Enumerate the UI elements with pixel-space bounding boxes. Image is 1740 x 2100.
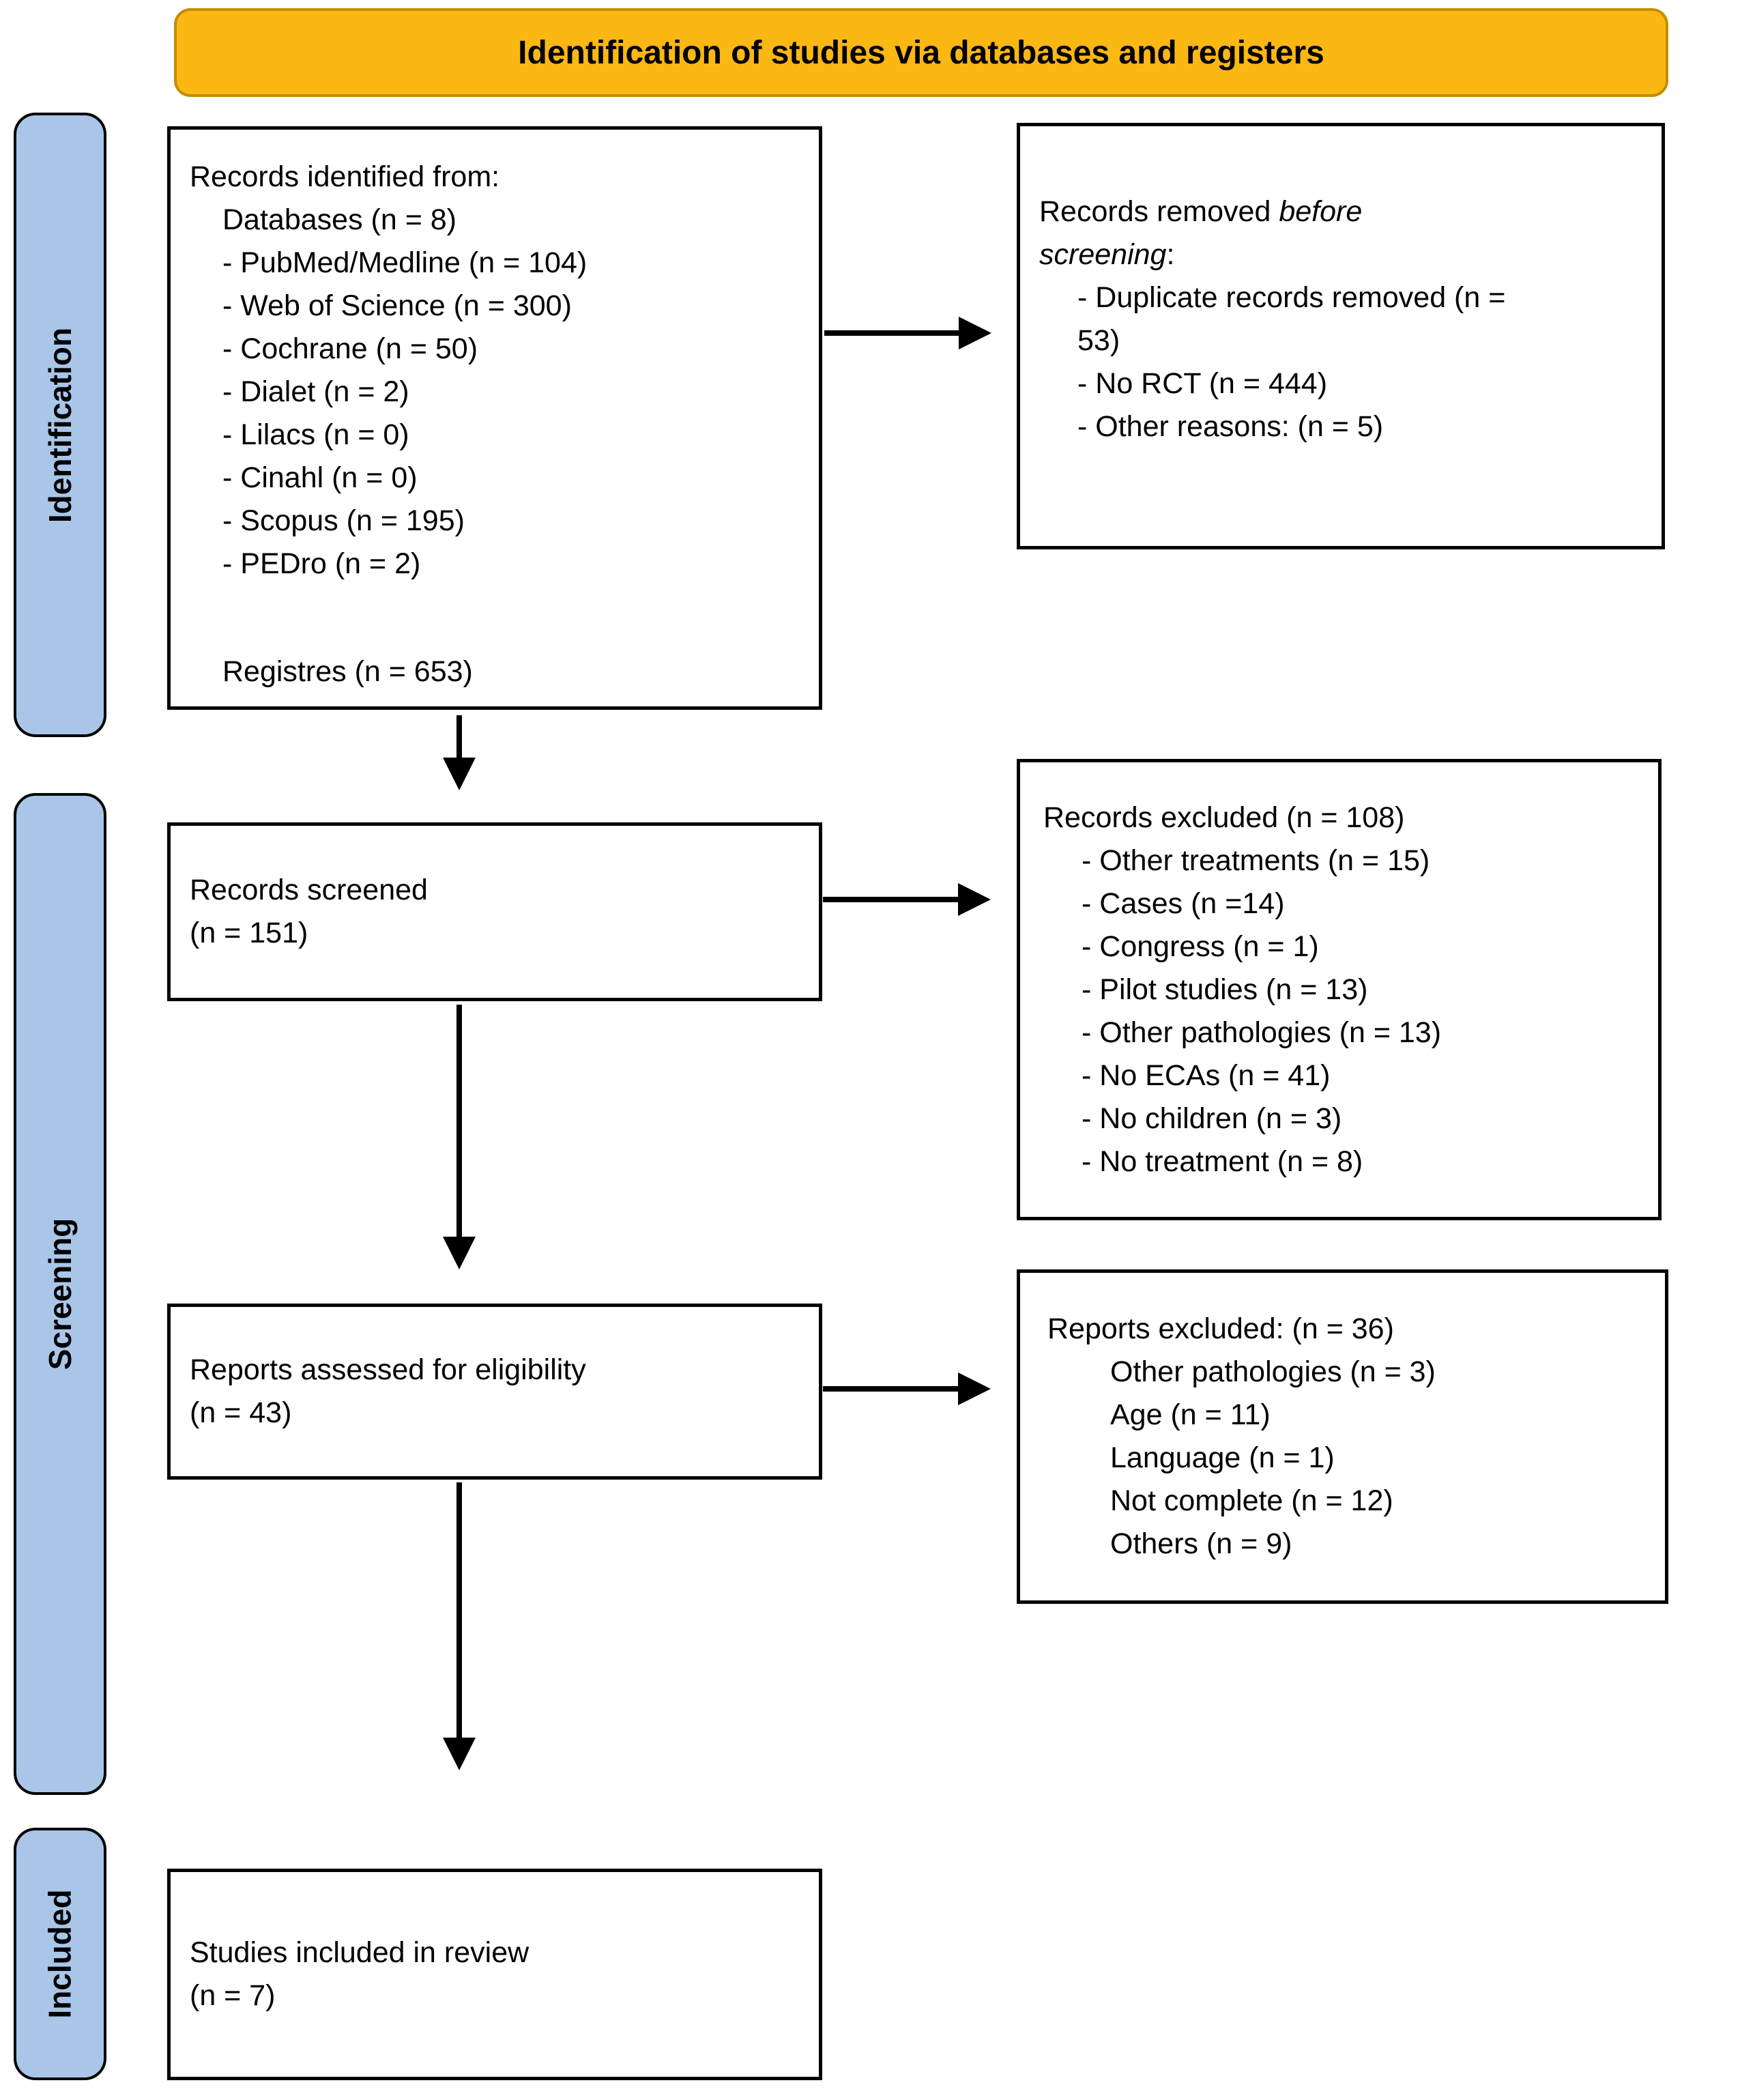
- box-reports-excluded: Reports excluded: (n = 36) Other patholo…: [1017, 1269, 1668, 1604]
- report-excluded-item: Language (n = 1): [1110, 1441, 1335, 1474]
- report-excluded-item: Not complete (n = 12): [1110, 1484, 1393, 1517]
- excluded-item: - Pilot studies (n = 13): [1082, 973, 1368, 1006]
- spacer: [190, 586, 807, 650]
- stage-label-included-text: Included: [42, 1889, 78, 2019]
- excluded-item: - Other pathologies (n = 13): [1082, 1016, 1442, 1049]
- heading-italic: screening: [1039, 238, 1167, 271]
- stage-label-identification: Identification: [14, 113, 106, 737]
- database-item: - Scopus (n = 195): [222, 504, 465, 537]
- database-item: - Cochrane (n = 50): [222, 332, 478, 365]
- reports-excluded-heading: Reports excluded: (n = 36): [1047, 1312, 1394, 1345]
- database-item: - Web of Science (n = 300): [222, 289, 572, 322]
- database-item: - Cinahl (n = 0): [222, 461, 418, 494]
- excluded-item: - Other treatments (n = 15): [1082, 844, 1430, 877]
- studies-included-label: Studies included in review: [190, 1936, 530, 1969]
- database-item: - PEDro (n = 2): [222, 547, 421, 580]
- stage-label-identification-text: Identification: [42, 327, 78, 523]
- reports-assessed-label: Reports assessed for eligibility: [190, 1353, 586, 1386]
- report-excluded-item: Other pathologies (n = 3): [1110, 1355, 1436, 1388]
- excluded-item: - No treatment (n = 8): [1082, 1145, 1363, 1178]
- reports-assessed-count: (n = 43): [190, 1396, 292, 1429]
- records-screened-label: Records screened: [190, 874, 428, 906]
- excluded-item: - Cases (n =14): [1082, 887, 1285, 920]
- report-excluded-item: Age (n = 11): [1110, 1398, 1271, 1431]
- excluded-item: - No ECAs (n = 41): [1082, 1059, 1331, 1092]
- excluded-item: - Congress (n = 1): [1082, 930, 1319, 963]
- removed-item: - No RCT (n = 444): [1077, 366, 1328, 400]
- databases-count: Databases (n = 8): [222, 203, 456, 236]
- box-records-screened: Records screened (n = 151): [167, 822, 822, 1001]
- box-records-excluded: Records excluded (n = 108) - Other treat…: [1017, 759, 1662, 1220]
- records-removed-heading-line2: screening:: [1039, 233, 1644, 276]
- heading-regular: :: [1166, 238, 1175, 271]
- report-excluded-item: Others (n = 9): [1110, 1527, 1292, 1560]
- stage-label-screening: Screening: [14, 793, 106, 1795]
- box-studies-included: Studies included in review (n = 7): [167, 1869, 822, 2080]
- box-reports-assessed: Reports assessed for eligibility (n = 43…: [167, 1304, 822, 1480]
- registers-count: Registres (n = 653): [222, 655, 473, 688]
- stage-label-screening-text: Screening: [42, 1218, 78, 1370]
- records-identified-heading: Records identified from:: [190, 160, 500, 193]
- records-screened-count: (n = 151): [190, 917, 308, 949]
- removed-item: - Other reasons: (n = 5): [1077, 409, 1384, 443]
- database-item: - PubMed/Medline (n = 104): [222, 246, 588, 279]
- excluded-item: - No children (n = 3): [1082, 1102, 1342, 1135]
- heading-regular: Records removed: [1039, 195, 1279, 228]
- studies-included-count: (n = 7): [190, 1979, 276, 2012]
- box-records-identified: Records identified from: Databases (n = …: [167, 126, 822, 710]
- database-item: - Dialet (n = 2): [222, 375, 409, 408]
- box-records-removed: Records removed before screening: - Dupl…: [1017, 123, 1665, 549]
- removed-item: - Duplicate records removed (n = 53): [1077, 281, 1506, 357]
- banner-title-text: Identification of studies via databases …: [518, 34, 1324, 71]
- database-item: - Lilacs (n = 0): [222, 418, 409, 451]
- banner-title: Identification of studies via databases …: [174, 8, 1668, 97]
- heading-italic: before: [1279, 195, 1363, 228]
- records-excluded-heading: Records excluded (n = 108): [1043, 801, 1405, 834]
- stage-label-included: Included: [14, 1828, 106, 2080]
- records-removed-heading-line1: Records removed before: [1039, 190, 1644, 233]
